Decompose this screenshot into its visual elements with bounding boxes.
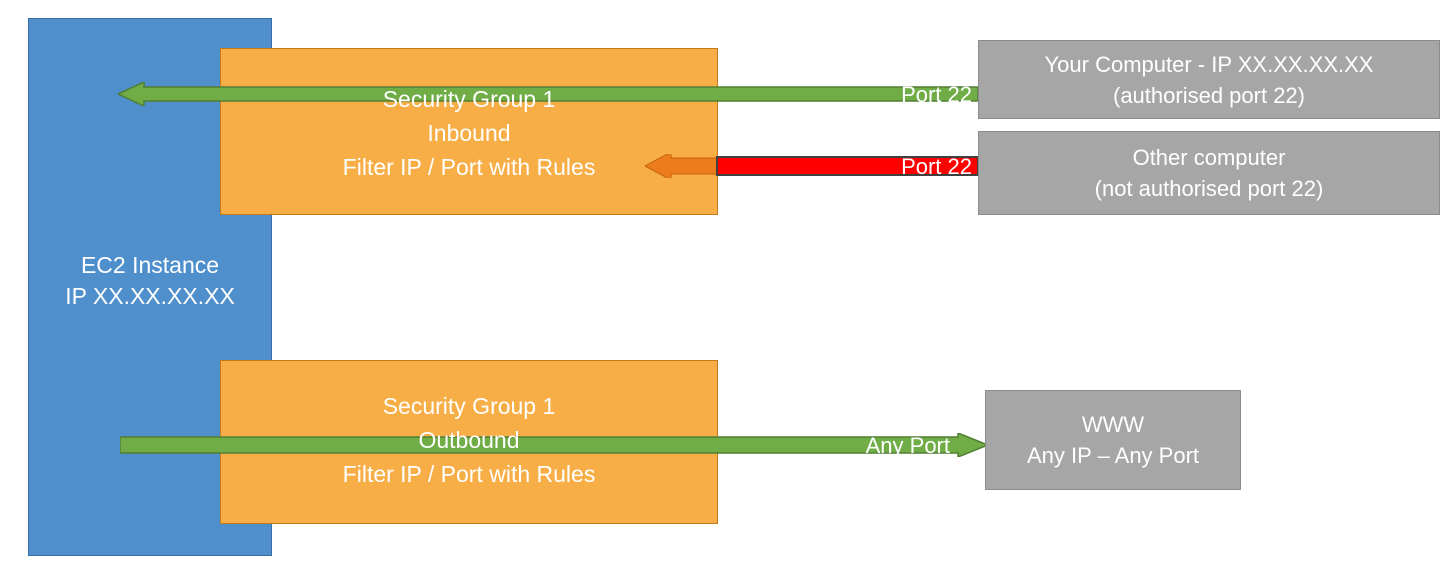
endpoint-www: WWW Any IP – Any Port <box>985 390 1241 490</box>
your-computer-line1: Your Computer - IP XX.XX.XX.XX <box>1044 51 1374 77</box>
allowed-outbound-arrow <box>120 433 988 457</box>
security-group-inbound-box <box>220 48 718 215</box>
blocked-inbound-arrow <box>645 154 978 178</box>
other-computer-line1: Other computer <box>1132 145 1286 170</box>
www-line2: Any IP – Any Port <box>1026 443 1200 468</box>
other-computer-line2: (not authorised port 22) <box>1094 176 1324 201</box>
endpoint-other-computer: Other computer (not authorised port 22) <box>978 131 1440 215</box>
endpoint-your-computer: Your Computer - IP XX.XX.XX.XX (authoris… <box>978 40 1440 119</box>
your-computer-line2: (authorised port 22) <box>1113 82 1305 108</box>
allowed-inbound-arrow <box>118 82 978 106</box>
www-line1: WWW <box>1081 412 1145 437</box>
